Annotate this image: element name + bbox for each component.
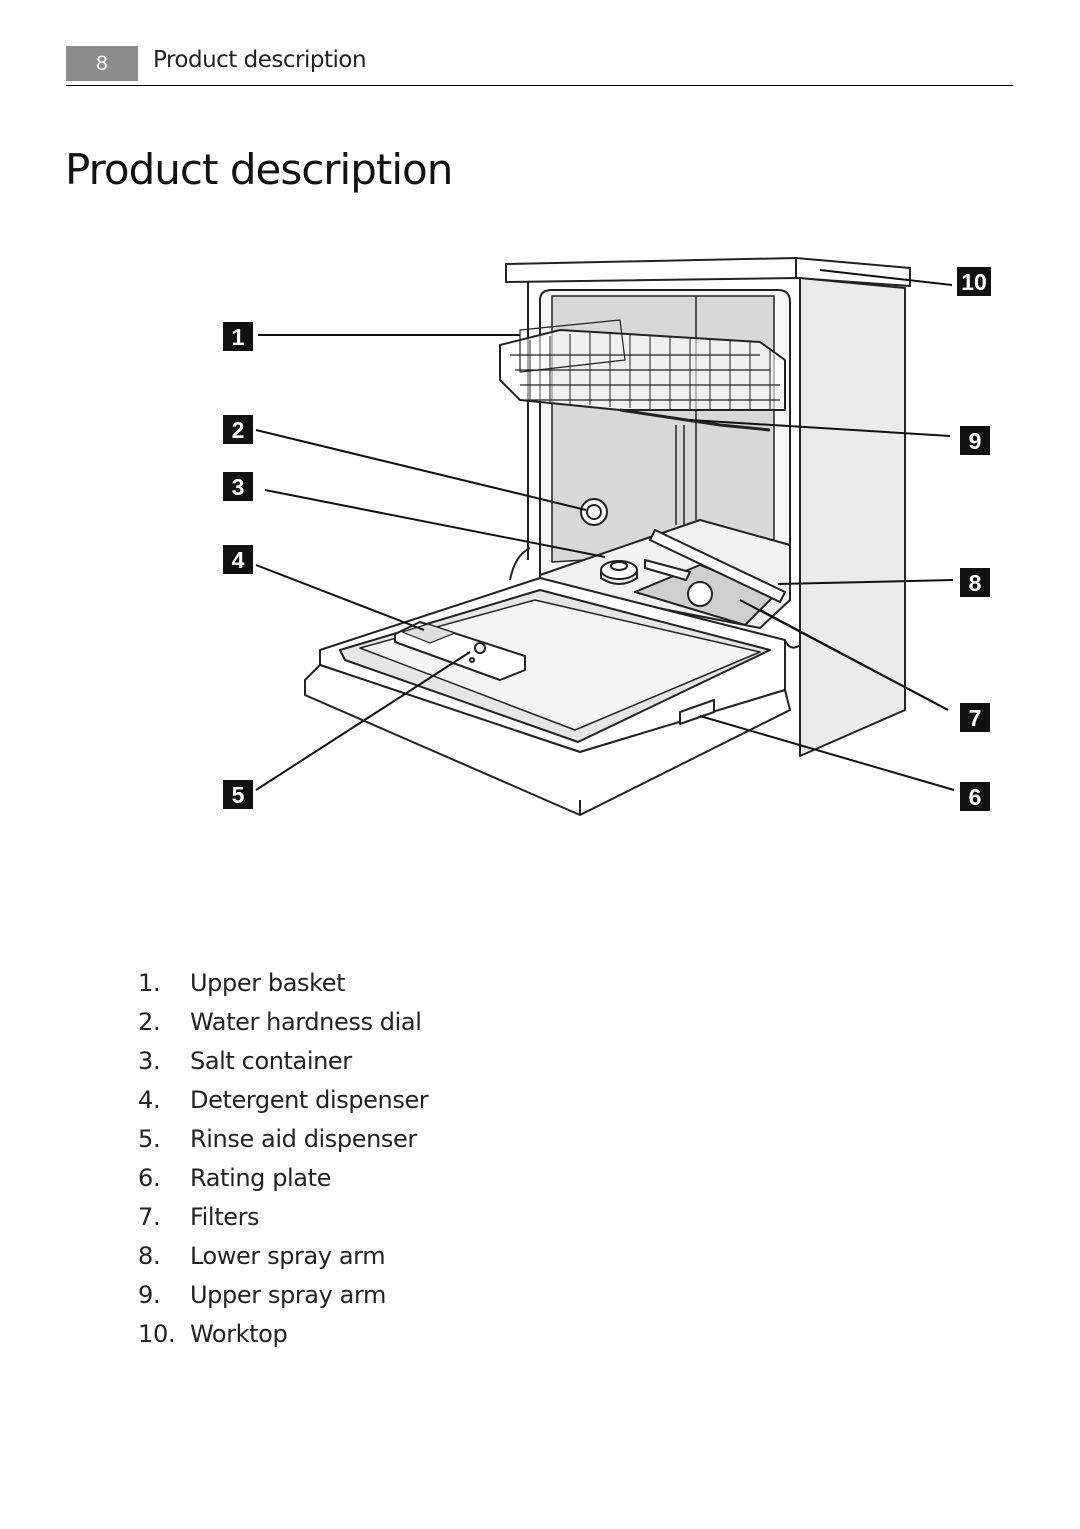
list-item: 10. Worktop: [138, 1315, 428, 1354]
page-number-badge: 8: [66, 46, 138, 81]
part-number: 7.: [138, 1203, 161, 1232]
callout-8: 8: [969, 570, 982, 596]
callout-3: 3: [232, 474, 245, 500]
part-label: Filters: [190, 1203, 260, 1232]
callout-4: 4: [232, 547, 245, 573]
list-item: 4. Detergent dispenser: [138, 1080, 429, 1119]
list-item: 9. Upper spray arm: [138, 1276, 428, 1315]
list-item: 6. Rating plate: [138, 1158, 428, 1197]
part-label: Worktop: [190, 1320, 288, 1349]
page-header: 8 Product description: [66, 46, 1013, 86]
part-label: Upper spray arm: [190, 1281, 386, 1310]
part-number: 1.: [138, 968, 161, 997]
list-item: 3. Salt container: [138, 1041, 428, 1080]
part-number: 9.: [138, 1281, 161, 1310]
callout-1: 1: [232, 324, 245, 350]
part-label: Detergent dispenser: [190, 1085, 429, 1114]
list-item: 8. Lower spray arm: [138, 1237, 428, 1276]
part-label: Lower spray arm: [190, 1242, 386, 1271]
dishwasher-diagram: 1 2 3 4 5 6 7 8 9 10: [223, 257, 991, 816]
part-label: Upper basket: [190, 968, 346, 997]
callout-6: 6: [969, 784, 982, 810]
callout-2: 2: [232, 417, 245, 443]
part-label: Water hardness dial: [190, 1007, 422, 1036]
list-item: 2. Water hardness dial: [138, 1002, 428, 1041]
list-item: 1. Upper basket: [138, 963, 428, 1002]
callout-5: 5: [232, 782, 245, 808]
header-section-title: Product description: [153, 47, 367, 73]
callout-10: 10: [961, 269, 987, 295]
part-number: 2.: [138, 1007, 161, 1036]
parts-list: 1. Upper basket 2. Water hardness dial 3…: [138, 963, 429, 1354]
callout-7: 7: [969, 705, 982, 731]
page-title: Product description: [65, 145, 453, 194]
part-label: Salt container: [190, 1046, 352, 1075]
part-number: 8.: [138, 1242, 161, 1271]
list-item: 7. Filters: [138, 1198, 428, 1237]
part-label: Rinse aid dispenser: [190, 1124, 417, 1153]
part-number: 4.: [138, 1085, 161, 1114]
header-divider: [66, 85, 1013, 86]
list-item: 5. Rinse aid dispenser: [138, 1119, 428, 1158]
part-number: 10.: [138, 1320, 176, 1349]
callout-9: 9: [969, 428, 982, 454]
part-number: 6.: [138, 1164, 161, 1193]
part-label: Rating plate: [190, 1164, 331, 1193]
part-number: 5.: [138, 1124, 161, 1153]
part-number: 3.: [138, 1046, 161, 1075]
